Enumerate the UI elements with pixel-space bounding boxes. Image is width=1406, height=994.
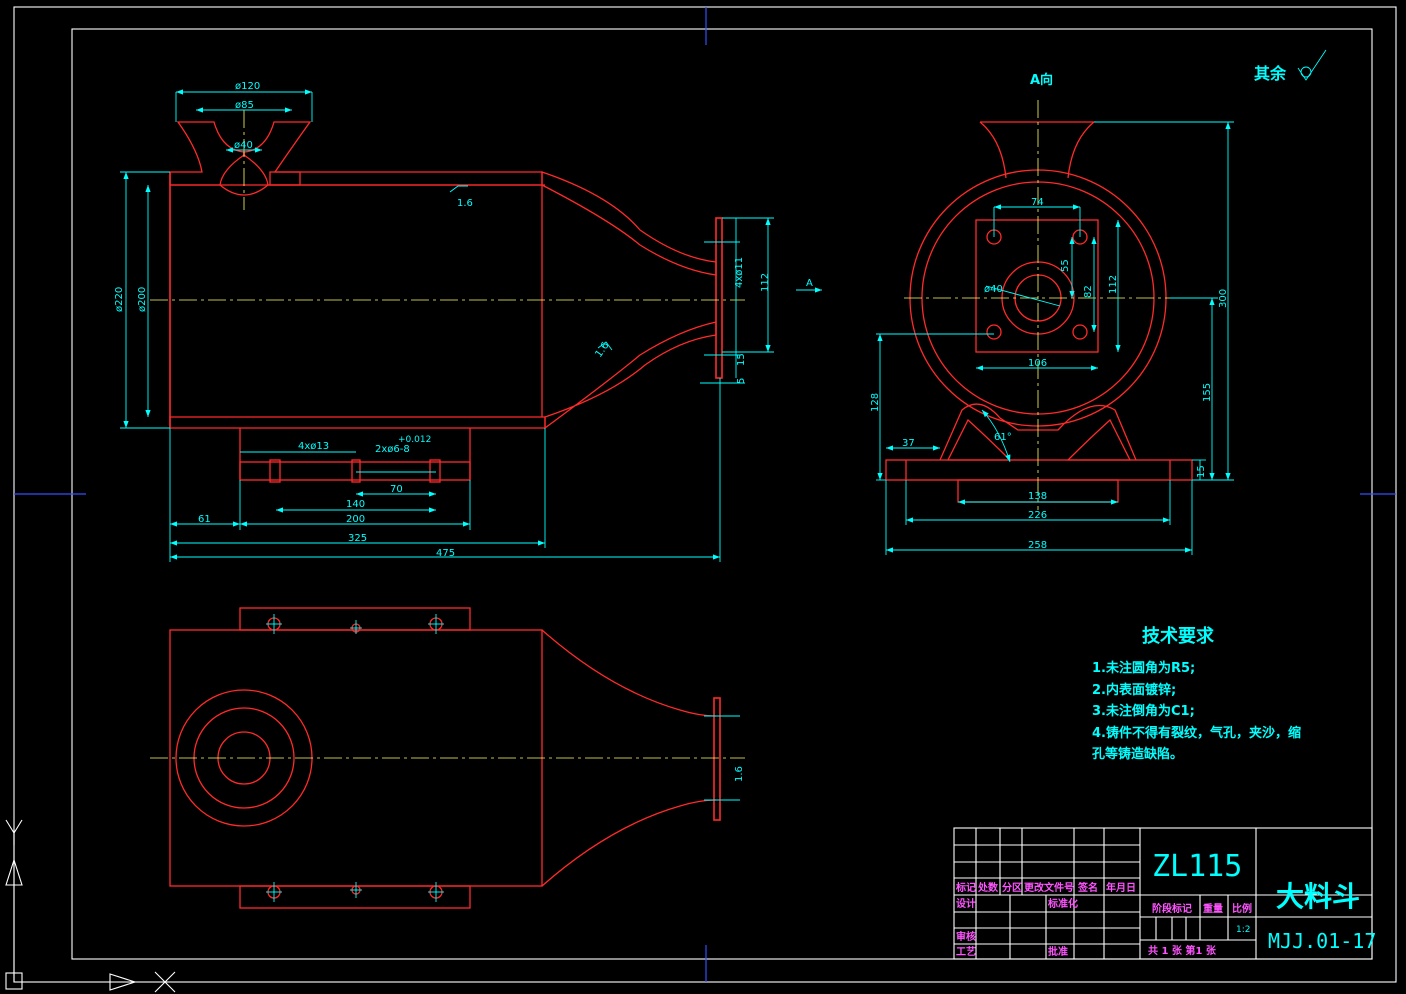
dim-d40: ø40 [234, 140, 253, 151]
side-view: A向 [870, 72, 1234, 555]
tech-requirements: 技术要求 1.未注圆角为R5; 2.内表面镀锌; 3.未注倒角为C1; 4.铸件… [1092, 625, 1301, 762]
dim-flange-holes: 4xø11 [734, 257, 745, 288]
dim-128: 128 [870, 393, 881, 412]
tb-scale-value: 1:2 [1236, 925, 1250, 935]
tb-header-change-doc: 更改文件号 [1024, 881, 1074, 894]
title-block: 标记 处数 分区 更改文件号 签名 年月日 设计 标准化 审核 工艺 批准 阶段… [953, 827, 1376, 960]
dim-d200: ø200 [137, 287, 148, 312]
dim-155: 155 [1202, 383, 1213, 402]
front-view: ø120 ø85 ø40 ø220 ø200 4xø13 2xø6-8 +0.0… [114, 81, 822, 562]
dim-70: 70 [390, 484, 403, 495]
dim-138: 138 [1028, 491, 1047, 502]
dim-112: 112 [760, 273, 771, 292]
drawing-frame [13, 6, 1397, 983]
tb-header-sign: 签名 [1077, 881, 1098, 894]
dim-angle: 61° [994, 432, 1012, 443]
dim-226: 226 [1028, 510, 1047, 521]
roughness-mark-2: 1.6 [593, 340, 611, 359]
dim-55: 55 [1060, 259, 1071, 272]
dim-holes2: 2xø6-8 [375, 444, 410, 455]
view-label: A向 [1030, 72, 1053, 88]
dim-15: 15 [736, 353, 747, 366]
tb-process-label: 工艺 [956, 945, 976, 958]
tech-req-item-5: 孔等铸造缺陷。 [1092, 746, 1183, 762]
tb-part-name: 大料斗 [1276, 880, 1360, 913]
top-view: 1.6 [150, 607, 745, 909]
tb-header-date: 年月日 [1106, 881, 1136, 894]
dim-106: 106 [1028, 358, 1047, 369]
dim-112-side: 112 [1108, 275, 1119, 294]
dim-258: 258 [1028, 540, 1047, 551]
dim-300: 300 [1218, 289, 1229, 308]
dim-475: 475 [436, 548, 455, 559]
surface-note-text: 其余 [1254, 64, 1287, 83]
dim-holes4: 4xø13 [298, 441, 329, 452]
tech-req-title: 技术要求 [1142, 625, 1215, 647]
tb-sheets: 共 1 张 第1 张 [1148, 944, 1217, 957]
tb-drawing-no: MJJ.01-17 [1268, 929, 1376, 953]
tb-scale-label: 比例 [1232, 902, 1252, 915]
tech-req-item-3: 3.未注倒角为C1; [1092, 703, 1195, 719]
tb-weight-label: 重量 [1203, 902, 1223, 915]
dim-d85: ø85 [235, 100, 254, 111]
dim-15-side: 15 [1196, 465, 1207, 478]
dim-d40-side: ø40 [984, 284, 1003, 295]
dim-d220: ø220 [114, 287, 125, 312]
tb-stage-label: 阶段标记 [1152, 902, 1192, 915]
ucs-icon [5, 819, 176, 993]
roughness-mark-3: 1.6 [734, 766, 745, 782]
dim-5: 5 [736, 378, 747, 384]
tb-header-count: 处数 [977, 881, 999, 894]
dim-325: 325 [348, 533, 367, 544]
dim-37: 37 [902, 438, 915, 449]
tb-standard-label: 标准化 [1047, 897, 1078, 910]
surface-finish-note: 其余 [1254, 49, 1327, 83]
dim-140: 140 [346, 499, 365, 510]
tech-req-item-4: 4.铸件不得有裂纹，气孔，夹沙，缩 [1092, 725, 1301, 741]
tech-req-item-1: 1.未注圆角为R5; [1092, 660, 1195, 676]
tb-header-zone: 分区 [1002, 881, 1022, 894]
tb-code: ZL115 [1152, 849, 1242, 884]
tb-approve-label: 批准 [1048, 945, 1068, 958]
tech-req-item-2: 2.内表面镀锌; [1092, 682, 1176, 698]
dim-d120: ø120 [235, 81, 260, 92]
dim-74: 74 [1031, 197, 1044, 208]
dim-200: 200 [346, 514, 365, 525]
section-arrow-label: A [806, 278, 813, 289]
tb-header-mark: 标记 [955, 881, 976, 894]
dim-61: 61 [198, 514, 211, 525]
dim-tolerance: +0.012 [398, 435, 431, 445]
tb-design-label: 设计 [956, 897, 976, 910]
roughness-mark-1: 1.6 [457, 198, 473, 209]
tb-check-label: 审核 [956, 930, 976, 943]
dim-82: 82 [1083, 285, 1094, 298]
